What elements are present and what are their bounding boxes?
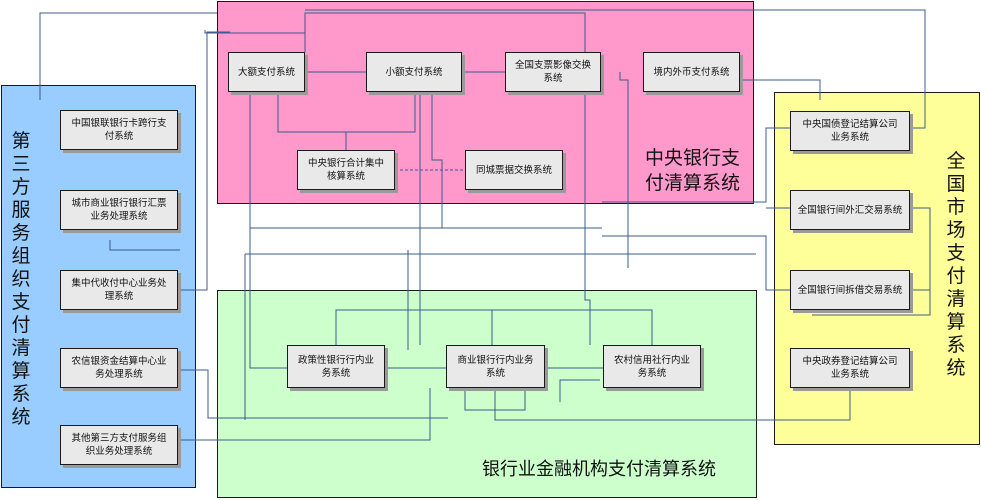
city-draft-system-box: 城市商业银行银行汇票 业务处理系统 [60, 190, 178, 230]
securities-settlement-label-2: 业务系统 [830, 369, 869, 380]
small-payment-system-label: 小额支付系统 [385, 66, 443, 78]
interbank-lending-system-box: 全国银行间拆借交易系统 [790, 270, 910, 310]
central-settlement-label-1: 中央银行合计集中 [307, 158, 384, 169]
city-clearing-system-label: 同城票据交换系统 [475, 164, 552, 176]
small-payment-system-box: 小额支付系统 [366, 52, 462, 92]
commercial-bank-system-box: 商业银行行内业务 系统 [446, 345, 545, 388]
policy-bank-system-box: 政策性银行行内业 务系统 [287, 345, 385, 388]
central-bank-title: 中央银行支 付清算系统 [640, 146, 745, 196]
collection-center-label-2: 理系统 [104, 291, 134, 302]
unionpay-label-1: 中国银联银行卡跨行支 [71, 118, 167, 129]
central-settlement-system-box: 中央银行合计集中 核算系统 [297, 150, 395, 190]
policy-bank-label-2: 务系统 [321, 367, 351, 379]
other-third-party-label-2: 织业务处理系统 [85, 446, 153, 457]
rural-settlement-system-box: 农信银资金结算中心业 务处理系统 [60, 348, 178, 388]
rural-credit-label-1: 农村信用社行内业 [613, 354, 690, 366]
gov-bond-label-1: 中央国债登记结算公司 [802, 119, 898, 130]
rural-credit-label-2: 务系统 [637, 367, 667, 379]
policy-bank-label-1: 政策性银行行内业 [297, 354, 374, 366]
fx-payment-system-label: 境内外币支付系统 [653, 66, 730, 78]
interbank-lending-label: 全国银行间拆借交易系统 [797, 284, 903, 296]
fx-trading-system-box: 全国银行间外汇交易系统 [790, 190, 910, 230]
gov-bond-system-box: 中央国债登记结算公司 业务系统 [790, 111, 910, 151]
other-third-party-label-1: 其他第三方支付服务组 [71, 433, 167, 444]
unionpay-system-box: 中国银联银行卡跨行支 付系统 [60, 110, 178, 150]
banking-title: 银行业金融机构支付清算系统 [482, 459, 716, 480]
central-settlement-label-2: 核算系统 [326, 171, 365, 182]
third-party-title: 第三方服务组织支付清算系统 [11, 130, 31, 428]
commercial-bank-label-1: 商业银行行内业务 [457, 354, 534, 366]
check-image-exchange-label-2: 系统 [543, 73, 563, 84]
other-third-party-system-box: 其他第三方支付服务组 织业务处理系统 [60, 425, 178, 465]
collection-center-label-1: 集中代收付中心业务处 [71, 278, 167, 289]
rural-settlement-label-2: 务处理系统 [95, 369, 143, 380]
commercial-bank-label-2: 系统 [485, 367, 505, 379]
rural-settlement-label-1: 农信银资金结算中心业 [71, 356, 167, 367]
city-draft-label-1: 城市商业银行银行汇票 [71, 198, 167, 209]
large-payment-system-box: 大额支付系统 [228, 52, 305, 92]
banking-region [217, 290, 757, 498]
gov-bond-label-2: 业务系统 [830, 132, 869, 143]
collection-center-system-box: 集中代收付中心业务处 理系统 [60, 270, 178, 310]
central-bank-title-line-2: 付清算系统 [644, 172, 740, 194]
central-bank-title-line-1: 中央银行支 [644, 147, 740, 169]
city-draft-label-2: 业务处理系统 [90, 211, 148, 222]
securities-settlement-label-1: 中央政券登记结算公司 [802, 356, 898, 367]
fx-payment-system-box: 境内外币支付系统 [643, 52, 740, 92]
city-clearing-system-box: 同城票据交换系统 [465, 150, 563, 190]
national-market-title: 全国市场支付清算系统 [946, 150, 966, 379]
large-payment-system-label: 大额支付系统 [237, 66, 295, 78]
check-image-exchange-box: 全国支票影像交换 系统 [505, 52, 601, 92]
check-image-exchange-label-1: 全国支票影像交换 [514, 60, 591, 71]
securities-settlement-system-box: 中央政券登记结算公司 业务系统 [790, 348, 910, 388]
fx-trading-label: 全国银行间外汇交易系统 [797, 204, 903, 216]
unionpay-label-2: 付系统 [104, 131, 134, 142]
rural-credit-system-box: 农村信用社行内业 务系统 [603, 345, 701, 388]
